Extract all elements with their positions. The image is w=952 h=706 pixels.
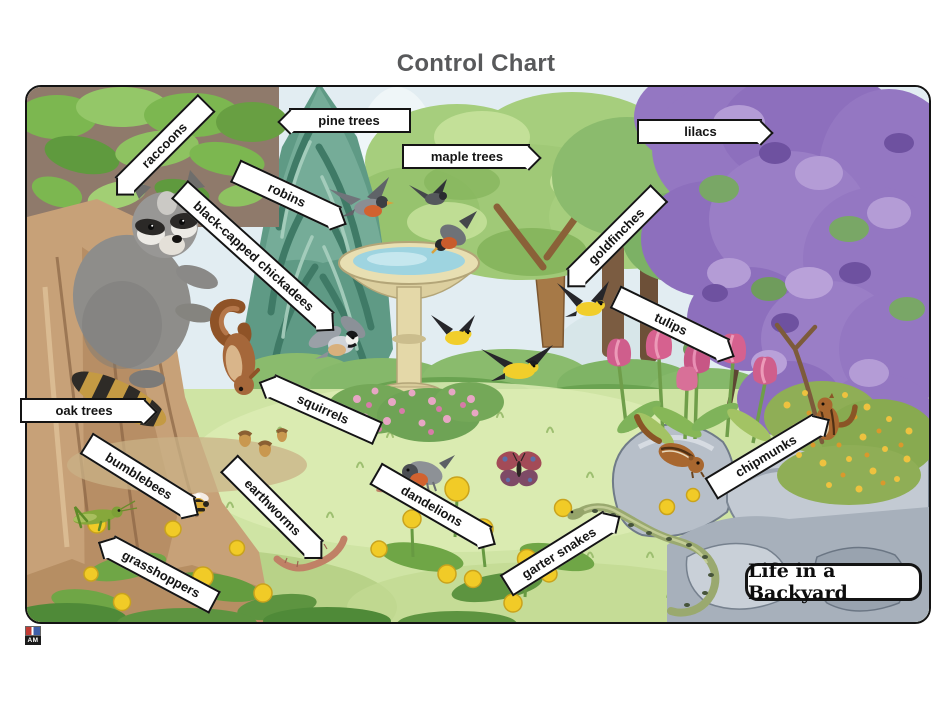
label-text: pine trees <box>318 113 380 128</box>
bottom-foliage <box>27 603 517 622</box>
label-oak-trees: oak trees <box>20 398 158 425</box>
label-text: oak trees <box>55 403 113 418</box>
scene-title-badge: Life in a Backyard <box>745 560 922 604</box>
grasshopper <box>73 500 138 532</box>
arrow-tip <box>807 414 830 437</box>
chipmunk-1 <box>634 414 705 479</box>
arrow-tip <box>315 312 335 332</box>
garter-snake <box>567 503 720 617</box>
goldfinch-3 <box>481 345 553 381</box>
label-text: maple trees <box>430 149 504 164</box>
label-maple-trees: maple trees <box>402 144 542 171</box>
label-lilacs: lilacs <box>637 119 774 146</box>
publisher-logo-text: AM <box>25 636 41 645</box>
goldfinch-2 <box>431 315 475 345</box>
arrow-tip <box>115 177 134 196</box>
page-title: Control Chart <box>396 50 556 77</box>
arrow-tip <box>566 268 585 287</box>
scene-title-text: Life in a Backyard <box>748 560 848 604</box>
goldfinch-1 <box>557 281 609 317</box>
small-flying-bird <box>409 179 447 205</box>
label-text: lilacs <box>684 124 717 139</box>
robin-at-bath <box>431 211 477 254</box>
butterfly <box>496 451 542 487</box>
chickadee <box>308 315 366 359</box>
arrow-tip <box>598 511 621 534</box>
label-pine-trees: pine trees <box>277 108 411 135</box>
bird-bath <box>338 241 480 404</box>
acorns <box>237 428 289 457</box>
raccoon <box>64 170 218 436</box>
publisher-logo: AM <box>25 626 41 646</box>
arrow-tip <box>304 540 323 559</box>
flying-robin <box>329 177 394 217</box>
squirrel <box>210 298 260 395</box>
publisher-logo-flag-icon <box>25 626 41 636</box>
